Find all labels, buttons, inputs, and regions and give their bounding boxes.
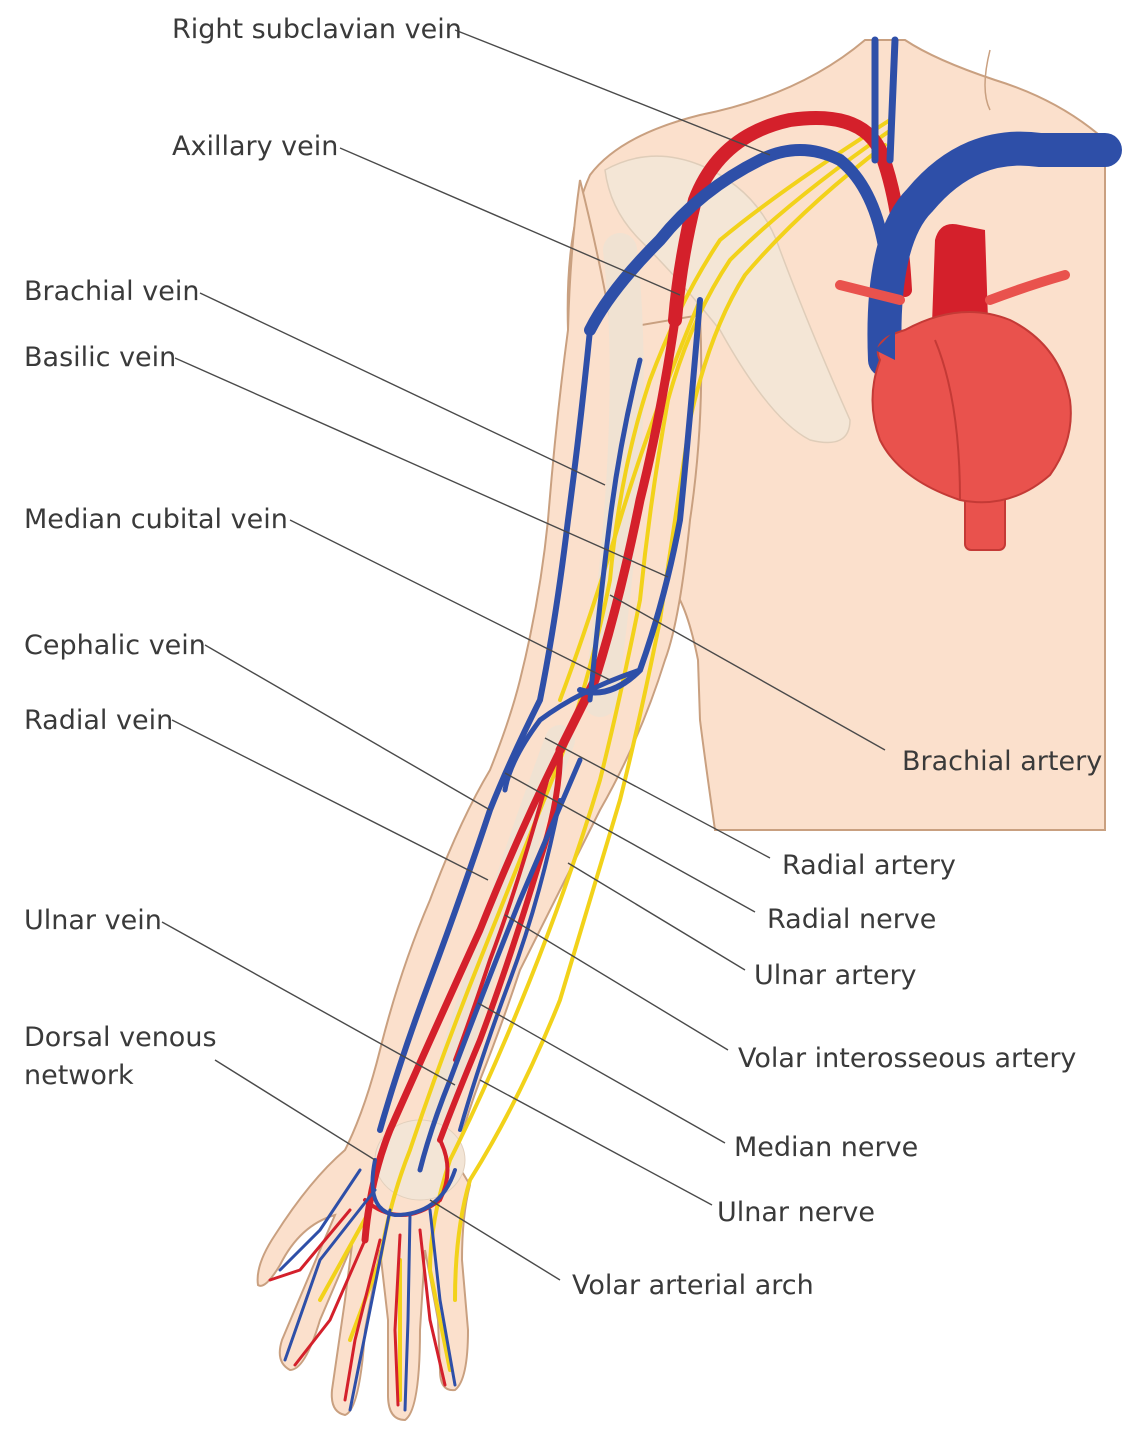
pulmonary-arteries: [835, 270, 1070, 305]
label-cephalic-vein: Cephalic vein: [24, 630, 206, 661]
leader-volar-arterial-arch: [429, 1199, 561, 1281]
leader-radial-vein: [171, 719, 489, 881]
digital-artery: [343, 1238, 382, 1402]
digital-artery: [418, 1228, 447, 1387]
leader-volar-interosseous-artery: [504, 914, 729, 1051]
label-median-cubital-vein: Median cubital vein: [24, 504, 288, 535]
arm-skin: [256, 179, 703, 1422]
leader-radial-artery: [544, 737, 771, 859]
label-radial-artery: Radial artery: [782, 850, 956, 881]
label-ulnar-artery: Ulnar artery: [754, 960, 917, 991]
label-brachial-vein: Brachial vein: [24, 276, 199, 307]
brachial-vein-path: [587, 357, 643, 703]
digital-vein: [348, 1208, 392, 1412]
median-cubital-vein-path: [502, 667, 643, 793]
nerve-path: [558, 298, 702, 702]
label-dorsal-venous-network-line1: Dorsal venous: [24, 1022, 217, 1053]
label-axillary-vein: Axillary vein: [172, 131, 338, 162]
radial-artery-path: [361, 746, 564, 1244]
heart-groove: [934, 339, 961, 501]
interosseous-artery-path: [453, 768, 552, 1062]
leader-brachial-vein: [199, 292, 606, 486]
leader-brachial-artery: [609, 594, 886, 751]
leader-basilic-vein: [174, 357, 669, 578]
leader-ulnar-artery: [567, 862, 746, 971]
arteries: [268, 111, 912, 1407]
label-volar-interosseous-artery: Volar interosseous artery: [738, 1043, 1076, 1074]
digital-vein: [278, 1168, 362, 1272]
digital-vein: [283, 1188, 377, 1362]
leader-lines: [161, 29, 886, 1281]
nerves: [318, 118, 892, 1402]
neck-line: [984, 49, 991, 111]
ulnar-vein-path: [458, 798, 562, 1132]
label-dorsal-venous-network-line2: network: [24, 1060, 134, 1091]
leader-ulnar-vein: [161, 921, 456, 1086]
leader-axillary-vein: [339, 147, 681, 296]
dorsal-venous-arch: [370, 1158, 457, 1218]
subclavian-vein-path: [584, 144, 896, 336]
heart: [835, 224, 1072, 551]
label-basilic-vein: Basilic vein: [24, 342, 176, 373]
vena-cava-entry: [875, 330, 895, 360]
label-brachial-artery: Brachial artery: [902, 746, 1102, 777]
leader-dorsal-venous-network: [214, 1059, 376, 1161]
nerve-path: [453, 143, 887, 1302]
labels: Right subclavian vein Axillary vein Brac…: [24, 14, 1102, 1301]
brachial-artery-path: [555, 315, 680, 755]
basilic-vein-path: [577, 297, 703, 696]
digital-vein: [403, 1213, 412, 1412]
heart-body: [871, 311, 1072, 504]
label-radial-vein: Radial vein: [24, 705, 173, 736]
digital-artery: [293, 1238, 367, 1367]
nerve-path: [428, 1268, 452, 1372]
leader-median-nerve: [477, 1002, 726, 1144]
jugular-veins: [871, 36, 899, 164]
leader-cephalic-vein: [204, 644, 491, 811]
label-ulnar-nerve: Ulnar nerve: [717, 1197, 875, 1228]
label-radial-nerve: Radial nerve: [767, 904, 936, 935]
subclavian-artery: [668, 111, 912, 327]
leader-radial-nerve: [504, 772, 756, 913]
leader-right-subclavian-vein: [454, 29, 771, 156]
digital-artery: [268, 1208, 352, 1282]
cephalic-vein-path: [377, 327, 593, 1133]
radial-vein-path: [417, 757, 583, 1173]
ulnar-artery-path: [437, 747, 563, 1143]
leader-median-cubital-vein: [289, 519, 611, 681]
digital-artery: [393, 1233, 402, 1407]
nerve-path: [318, 1208, 372, 1302]
label-volar-arterial-arch: Volar arterial arch: [572, 1270, 814, 1301]
label-ulnar-vein: Ulnar vein: [24, 905, 162, 936]
nerve-path: [378, 118, 892, 1262]
digital-vein: [428, 1208, 457, 1387]
label-right-subclavian-vein: Right subclavian vein: [172, 14, 462, 45]
label-median-nerve: Median nerve: [734, 1132, 918, 1163]
leader-ulnar-nerve: [479, 1079, 713, 1206]
